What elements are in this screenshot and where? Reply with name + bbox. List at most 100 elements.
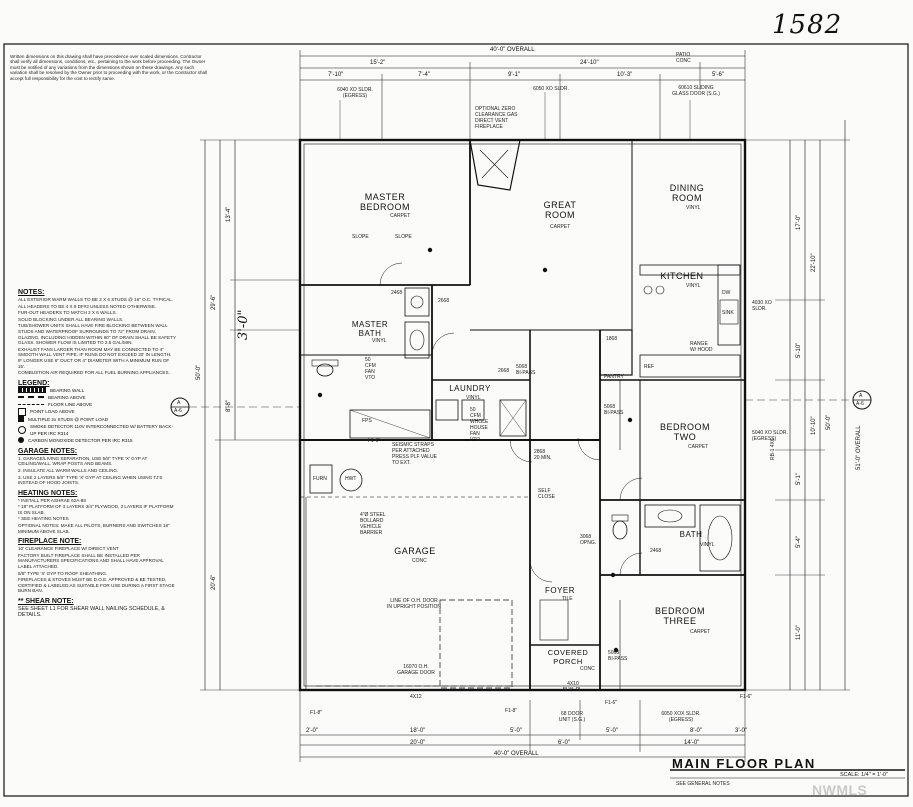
slope-label-b: SLOPE	[395, 234, 412, 240]
footing-f1b: F1-8"	[310, 710, 323, 716]
bypass-a: 5068 BI-PASS	[604, 404, 624, 416]
dim-left-d2: 3'-0"	[236, 309, 251, 341]
room-bedroom-two: BEDROOM TWO	[659, 422, 710, 442]
section-mark-right-top: A	[859, 393, 863, 399]
room-kitchen: KITCHEN	[660, 271, 704, 281]
fps-label: FPS	[362, 418, 372, 424]
multi-stud-symbol	[18, 416, 24, 423]
garage-finish: CONC	[412, 558, 427, 564]
garage-notes-header: GARAGE NOTES:	[18, 447, 78, 455]
door-2468-a: 2468	[391, 290, 403, 296]
garage-door-line-callout: LINE OF O.H. DOOR IN UPRIGHT POSITION	[386, 598, 442, 610]
room-foyer: FOYER	[544, 586, 576, 595]
section-mark-right-bot: A-6	[856, 401, 864, 407]
fireplace-note-item: FIREPLACES & STOVES MUST BE D.O.E. APPRO…	[18, 577, 175, 594]
watermark-text: NWMLS	[812, 782, 868, 798]
point-load-symbol	[18, 407, 26, 416]
legend-row: BEARING WALL	[18, 387, 176, 394]
dim-right-overall: 51'-0" OVERALL	[856, 425, 862, 470]
dim-right-50: 50'-0"	[826, 414, 832, 430]
legend-label: POINT LOAD ABOVE	[30, 409, 75, 415]
heating-note-item: * INSTALL PER ASHRAE 62A-88	[18, 497, 86, 503]
legend-row: SMOKE DETECTOR 110V INTERCONNECTED W/ BA…	[18, 423, 176, 437]
dim-top-seg-5: 5'-6"	[712, 72, 724, 78]
door-2668-a: 2668	[438, 298, 450, 304]
door-2468-b: 2468	[650, 548, 662, 554]
legend-label: MULTIPLE 2x STUDS @ POINT LOAD	[28, 416, 109, 422]
dim-right-11: 11'-0"	[796, 625, 802, 640]
heating-note-item: * 18" PLATFORM OF 3 LAYERS 3/4" PLYWOOD,…	[18, 504, 174, 515]
dim-left-top: 29'-6"	[211, 294, 217, 310]
fireplace-note-item: FACTORY BUILT FIREPLACE SHALL BE INSTALL…	[18, 552, 164, 570]
dim-left-d1: 13'-4"	[226, 206, 232, 222]
bath-finish: VINYL	[700, 542, 715, 548]
legend-row: FLOOR LINE ABOVE	[18, 401, 176, 408]
dim-bot-6: 3'-0"	[735, 728, 747, 734]
room-master-bath: MASTER BATH	[351, 320, 389, 338]
note-item: COMBUSTION AIR REQUIRED FOR ALL FUEL BUR…	[18, 370, 170, 376]
fireplace-note-item: 10' CLEARANCE FIREPLACE W/ DIRECT VENT	[18, 546, 119, 552]
door-4030-callout: 4030 XO SLDR.	[752, 300, 772, 312]
door-2868-callout: 2868 20 MIN.	[534, 449, 552, 461]
note-item: EXHAUST FANS LARGER THAN ROOM MAY BE CON…	[18, 346, 172, 369]
foyer-finish: TILE	[562, 596, 573, 602]
dim-bot-4: 5'-0"	[606, 728, 618, 734]
dim-right-10: 10'-10"	[811, 416, 817, 435]
section-mark-left-bot: A-6	[174, 408, 182, 414]
slope-label-a: SLOPE	[352, 234, 369, 240]
kitchen-finish: VINYL	[686, 283, 701, 289]
sink-label: SINK	[722, 310, 734, 316]
dim-bot-5: 8'-0"	[690, 728, 702, 734]
opening-3068: 3068 OPNG.	[580, 534, 597, 546]
fan-vto-callout: 50 CFM FAN VTO	[365, 357, 376, 381]
water-heater-label: HWT	[345, 476, 357, 482]
dim-bot-3: 5'-0"	[510, 728, 522, 734]
note-item: ALL HEADERS TO BE 4 X 8 DF#2 UNLESS NOTE…	[18, 303, 157, 309]
dim-top-seg-1: 7'-10"	[328, 72, 344, 78]
sheet-number: 1582	[772, 10, 843, 40]
door-5040-callout: 5040 XO SLDR. (EGRESS)	[752, 430, 788, 442]
legend-label: SMOKE DETECTOR 110V INTERCONNECTED W/ BA…	[30, 423, 174, 436]
room-laundry: LAUNDRY	[449, 384, 491, 393]
heating-note-item: OPTIONAL NOTES: MAKE ALL PILOTS, BURNERS…	[18, 523, 170, 534]
legend-label: BEARING WALL	[50, 387, 85, 393]
dim-right-5a: 5'-10"	[796, 342, 802, 358]
dim-bot-right: 14'-0"	[684, 740, 700, 746]
dishwasher-label: DW	[722, 290, 731, 296]
note-item: SOLID BLOCKING UNDER ALL BEARING WALLS.	[18, 316, 124, 322]
dim-bot-garage: 20'-0"	[410, 740, 426, 746]
door-60610-callout: 60610 SLIDING GLASS DOOR (S.G.)	[672, 85, 720, 97]
self-close-label: SELF CLOSE	[538, 488, 555, 500]
fireplace-note-header: FIREPLACE NOTE:	[18, 538, 82, 546]
dim-bot-1: 2'-0"	[306, 728, 318, 734]
master-bath-finish: VINYL	[372, 338, 387, 344]
shear-note-header: ** SHEAR NOTE:	[18, 598, 74, 605]
legend-label: FLOOR LINE ABOVE	[48, 401, 93, 407]
room-great-room: GREAT ROOM	[543, 200, 577, 220]
room-garage: GARAGE	[394, 546, 436, 556]
dim-bot-2: 18'-0"	[410, 728, 426, 734]
door-6040-callout: 6040 XO SLDR. (EGRESS)	[337, 87, 373, 99]
footing-f1d: F1-6"	[605, 700, 618, 706]
door-68-callout: 68 DOOR UNIT (S.G.)	[558, 711, 586, 723]
whole-house-fan-callout: 50 CFM WHOLE HOUSE FAN VTO	[470, 407, 489, 443]
smoke-detector-icon	[18, 425, 26, 434]
bollard-callout: 4"Ø STEEL BOLLARD VEHICLE BARRIER	[360, 512, 386, 536]
legend-label: BEARING ABOVE	[48, 394, 86, 400]
dim-right-17: 17'-0"	[796, 214, 802, 230]
patio-label: PATIO	[676, 52, 691, 58]
floor-line-symbol	[18, 403, 44, 405]
beam-rb1: RB-1 4X6	[770, 438, 776, 460]
notes-column: NOTES: ALL EXTERIOR WARM WALLS TO BE 2 X…	[18, 285, 176, 619]
door-1868: 1868	[606, 336, 618, 342]
door-6050b-callout: 6050 XOX SLDR. (EGRESS)	[661, 711, 701, 723]
room-master-bedroom: MASTER BEDROOM	[359, 192, 410, 212]
dim-bot-mid: 6'-0"	[558, 740, 570, 746]
room-bath: BATH	[679, 530, 703, 539]
beam-4x10: 4X10 BLW. PL.	[562, 681, 584, 693]
room-dining-room: DINING ROOM	[669, 183, 705, 203]
footing-f1c: F1-8"	[505, 708, 518, 714]
heating-note-item: * SEE HEATING NOTES	[18, 516, 69, 522]
dim-top-seg-3: 9'-1"	[508, 72, 520, 78]
